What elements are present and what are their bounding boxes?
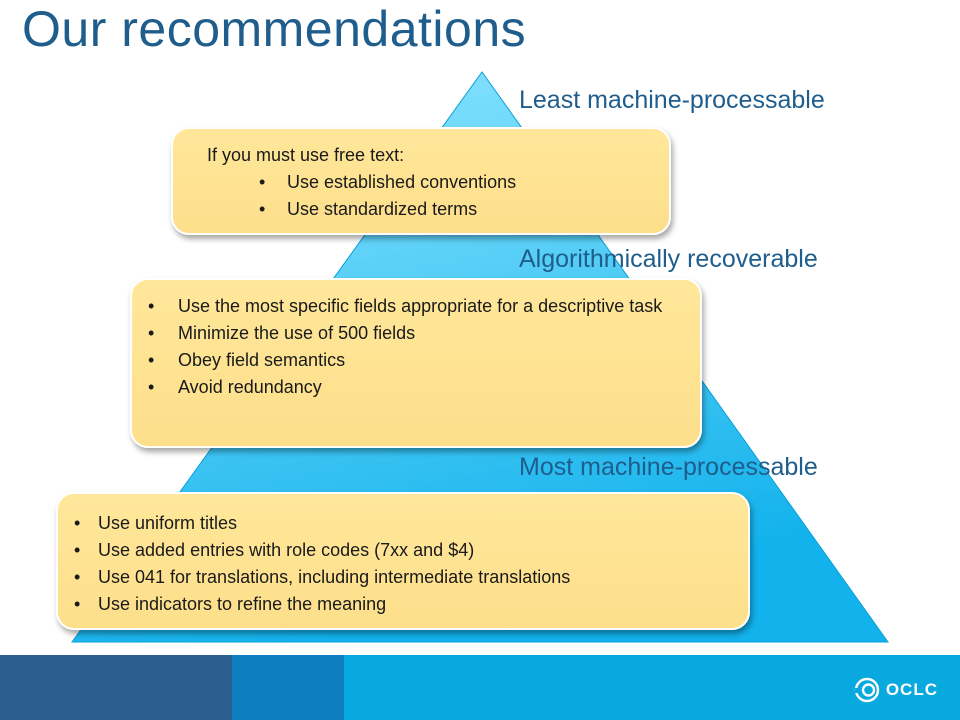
list-item: Use 041 for translations, including inte… xyxy=(74,564,734,591)
level-label-top: Least machine-processable xyxy=(519,86,825,114)
level-label-middle: Algorithmically recoverable xyxy=(519,245,818,273)
box-middle-list: Use the most specific fields appropriate… xyxy=(148,293,686,401)
list-item: Use added entries with role codes (7xx a… xyxy=(74,537,734,564)
footer-segment-mid xyxy=(232,655,344,720)
recommendation-box-bottom: Use uniform titles Use added entries wit… xyxy=(56,492,750,630)
list-item: Use established conventions xyxy=(259,169,669,196)
oclc-logo-icon xyxy=(854,677,880,703)
footer-segment-light xyxy=(344,655,960,720)
list-item: Avoid redundancy xyxy=(148,374,686,401)
box-bottom-list: Use uniform titles Use added entries wit… xyxy=(74,510,734,618)
list-item: Obey field semantics xyxy=(148,347,686,374)
recommendation-box-top: If you must use free text: Use establish… xyxy=(171,127,671,235)
list-item: Use uniform titles xyxy=(74,510,734,537)
box-top-list: Use established conventions Use standard… xyxy=(259,169,669,223)
list-item: Use indicators to refine the meaning xyxy=(74,591,734,618)
recommendation-box-middle: Use the most specific fields appropriate… xyxy=(130,278,702,448)
level-label-bottom: Most machine-processable xyxy=(519,453,818,481)
oclc-logo-text: OCLC xyxy=(885,680,938,699)
footer-segment-dark xyxy=(0,655,232,720)
list-item: Use the most specific fields appropriate… xyxy=(148,293,686,320)
oclc-logo: OCLC xyxy=(854,677,938,703)
box-top-intro: If you must use free text: xyxy=(207,145,405,165)
list-item: Use standardized terms xyxy=(259,196,669,223)
slide-title: Our recommendations xyxy=(22,1,527,57)
list-item: Minimize the use of 500 fields xyxy=(148,320,686,347)
footer-bar: OCLC xyxy=(0,655,960,720)
